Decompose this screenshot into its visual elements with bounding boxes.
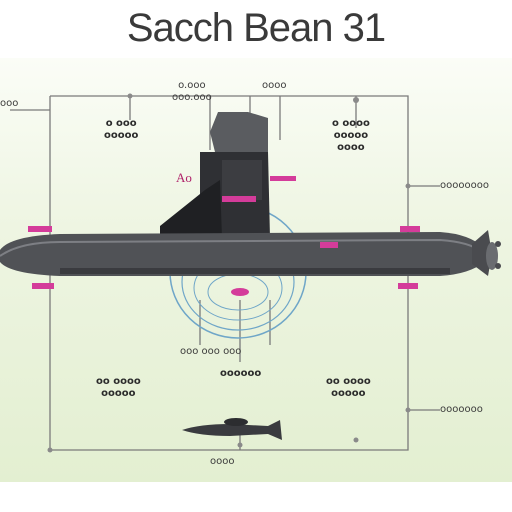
highlight-markers (28, 176, 420, 296)
bottom-silhouette (182, 418, 282, 440)
label-far-left: ooo (0, 98, 19, 109)
label-right-upper: oooooooo (440, 180, 489, 191)
diagram-title: Sacch Bean 31 (126, 6, 386, 50)
label-bottom-center: oooo (210, 456, 235, 467)
label-top-right: oooo (262, 80, 287, 91)
label-center-below: ooo ooo ooo (180, 346, 242, 357)
conning-tower (160, 112, 270, 238)
diagram-canvas: ooo o.ooo ooo.ooo oooo o ooo ooooo o ooo… (0, 58, 512, 482)
label-right-bottom: ooooooo (440, 404, 483, 415)
label-accent: Ao (176, 170, 192, 185)
submarine-hull (0, 230, 501, 276)
label-left-lower: oo oooo ooooo (96, 376, 141, 399)
label-right-block: o oooo ooooo oooo (332, 118, 370, 153)
submarine-diagram (0, 93, 501, 453)
label-right-lower: oo oooo ooooo (326, 376, 371, 399)
label-left-block: o ooo ooooo (104, 118, 139, 141)
label-top-center: o.ooo ooo.ooo (172, 80, 212, 103)
label-center-code: oooooo (220, 368, 262, 379)
leader-dots (47, 93, 411, 453)
